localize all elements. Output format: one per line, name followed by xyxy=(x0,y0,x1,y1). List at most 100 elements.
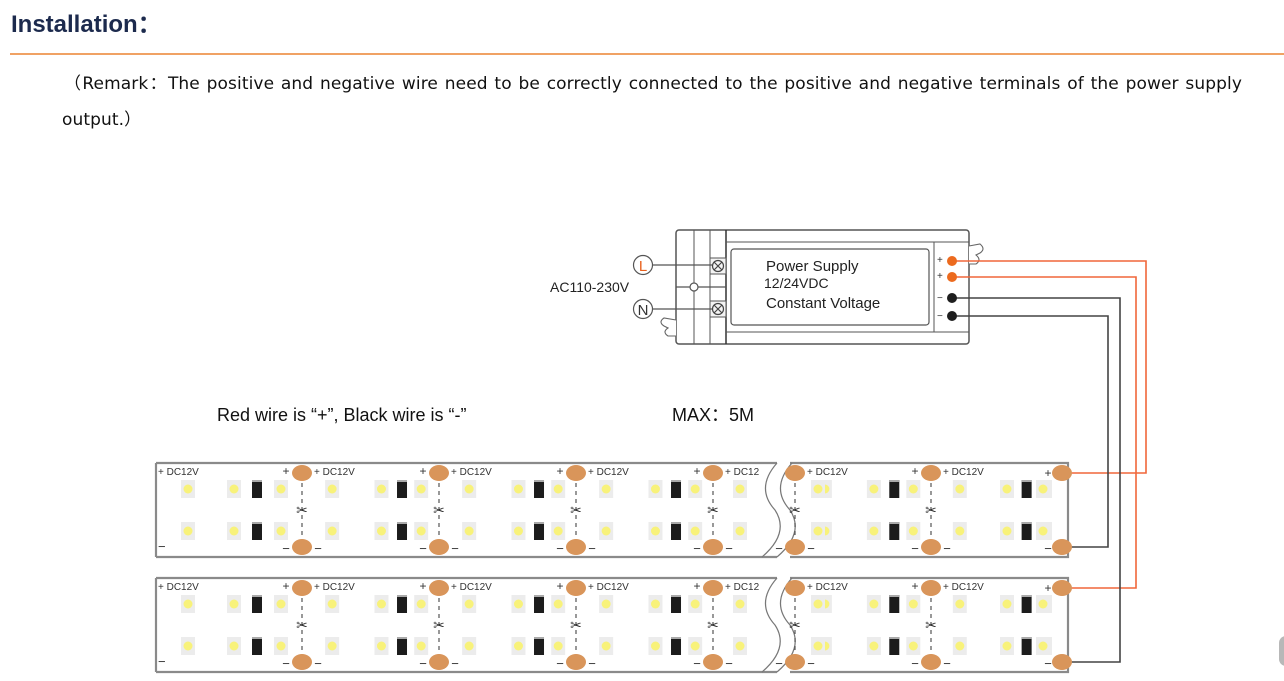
resistor xyxy=(889,637,900,639)
led-chip xyxy=(553,484,563,494)
led-chip xyxy=(1038,484,1048,494)
output-sign-plus: + xyxy=(937,271,943,282)
segment-label: + DC12V xyxy=(314,582,355,593)
segment-label: + DC12V xyxy=(588,582,629,593)
led-chip xyxy=(690,484,700,494)
minus-sign: − xyxy=(943,656,951,671)
led-chip xyxy=(601,599,611,609)
led-chip xyxy=(464,641,474,651)
solder-pad xyxy=(921,580,941,596)
output-sign-minus: − xyxy=(937,293,943,304)
led-chip xyxy=(869,526,879,536)
strip-outline xyxy=(156,576,1070,674)
resistor xyxy=(397,637,408,639)
segment-label: + DC12 xyxy=(725,582,760,593)
led-chip xyxy=(601,641,611,651)
resistor xyxy=(671,637,682,655)
segment-label: + DC12 xyxy=(725,467,760,478)
resistor xyxy=(534,522,545,540)
solder-pad xyxy=(703,465,723,481)
strip-break-icon xyxy=(761,462,781,558)
resistor xyxy=(534,637,545,655)
scroll-handle[interactable] xyxy=(1279,636,1284,666)
led-chip xyxy=(183,526,193,536)
resistor xyxy=(252,637,262,639)
plus-sign: + xyxy=(693,579,700,593)
mounting-tab-icon xyxy=(968,243,984,265)
wire-legend: Red wire is “+”, Black wire is “-” xyxy=(217,405,467,425)
minus-sign: − xyxy=(314,656,322,671)
resistor xyxy=(534,522,545,524)
resistor xyxy=(252,637,262,655)
minus-sign: − xyxy=(725,541,733,556)
led-chip xyxy=(376,484,386,494)
terminal-live-badge xyxy=(632,254,654,276)
screw-icon xyxy=(711,302,725,316)
led-chip xyxy=(1038,641,1048,651)
led-chip xyxy=(376,526,386,536)
output-wiring xyxy=(952,260,1147,663)
resistor xyxy=(252,480,262,482)
led-chip xyxy=(735,526,745,536)
led-chip xyxy=(513,484,523,494)
scissors-icon: ✂ xyxy=(296,502,308,518)
max-length-note: MAX：5M xyxy=(672,405,754,425)
resistor xyxy=(534,480,545,498)
led-chip xyxy=(813,526,823,536)
scissors-icon: ✂ xyxy=(707,502,719,518)
led-chip xyxy=(869,484,879,494)
resistor xyxy=(397,595,408,597)
black-wire-strip-1 xyxy=(952,315,1109,548)
solder-pad xyxy=(1052,580,1072,596)
plus-sign: + xyxy=(1044,581,1051,595)
led-chip xyxy=(229,526,239,536)
minus-sign: − xyxy=(807,656,815,671)
black-wire-strip-2 xyxy=(952,297,1121,663)
resistor xyxy=(1021,480,1032,498)
led-chip xyxy=(908,599,918,609)
mounting-tab-icon xyxy=(660,317,677,337)
resistor xyxy=(889,637,900,655)
led-chip xyxy=(183,641,193,651)
resistor xyxy=(397,522,408,524)
plus-sign: + xyxy=(556,579,563,593)
minus-sign: − xyxy=(911,656,919,671)
minus-sign: − xyxy=(807,541,815,556)
resistor xyxy=(534,480,545,482)
minus-sign: − xyxy=(911,541,919,556)
led-chip xyxy=(553,526,563,536)
led-chip xyxy=(955,484,965,494)
solder-pad xyxy=(566,539,586,555)
resistor xyxy=(252,595,262,613)
led-chip xyxy=(276,484,286,494)
solder-pad xyxy=(292,465,312,481)
solder-pad xyxy=(429,654,449,670)
led-chip xyxy=(908,484,918,494)
solder-pad xyxy=(785,465,805,481)
plus-sign: + xyxy=(282,464,289,478)
led-chip xyxy=(869,641,879,651)
led-chip xyxy=(376,641,386,651)
scissors-icon: ✂ xyxy=(570,502,582,518)
solder-pad xyxy=(429,465,449,481)
screw-icon xyxy=(713,261,723,271)
led-chip xyxy=(813,641,823,651)
led-chip xyxy=(327,599,337,609)
output-terminal-positive xyxy=(947,272,957,282)
led-chip xyxy=(464,526,474,536)
resistor xyxy=(397,480,408,482)
led-chip xyxy=(955,641,965,651)
led-chip xyxy=(553,641,563,651)
scissors-icon: ✂ xyxy=(707,617,719,633)
terminal-live-label: L xyxy=(639,258,647,275)
power-supply-label-panel xyxy=(730,248,930,326)
solder-pad xyxy=(921,654,941,670)
led-chip xyxy=(601,526,611,536)
led-chip xyxy=(553,599,563,609)
led-chip xyxy=(416,641,426,651)
led-chip xyxy=(229,599,239,609)
minus-sign: − xyxy=(451,541,459,556)
minus-sign: − xyxy=(282,656,290,671)
resistor xyxy=(252,522,262,540)
